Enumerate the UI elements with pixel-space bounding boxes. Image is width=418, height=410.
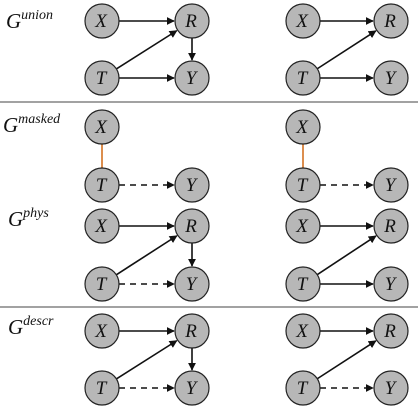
node-label-t-masked-right: T bbox=[297, 175, 309, 196]
node-label-x-descr-right: X bbox=[295, 321, 309, 342]
node-x-phys-right bbox=[285, 208, 321, 244]
node-label-t-union-right: T bbox=[297, 68, 309, 89]
edge-t-r-phys-right bbox=[316, 235, 377, 276]
graph-descr-left: X R T Y bbox=[84, 313, 210, 406]
node-y-phys-right bbox=[373, 266, 409, 302]
edge-t-r-phys-left bbox=[115, 235, 178, 276]
node-t-descr-left bbox=[84, 370, 120, 406]
node-r-union-right bbox=[373, 3, 409, 39]
node-t-phys-left bbox=[84, 266, 120, 302]
node-x-union-right bbox=[285, 3, 321, 39]
node-label-y-phys-left: Y bbox=[186, 274, 199, 295]
node-label-x-phys-left: X bbox=[94, 216, 108, 237]
node-label-t-descr-left: T bbox=[96, 378, 108, 399]
node-x-masked-right bbox=[285, 109, 321, 145]
node-label-x-masked-right: X bbox=[295, 117, 309, 138]
node-label-y-masked-left: Y bbox=[186, 175, 199, 196]
edge-t-r-descr-right bbox=[316, 340, 377, 380]
node-label-y-union-left: Y bbox=[186, 68, 199, 89]
node-r-descr-left bbox=[174, 313, 210, 349]
node-x-descr-left bbox=[84, 313, 120, 349]
node-t-masked-left bbox=[84, 167, 120, 203]
node-label-x-masked-left: X bbox=[94, 117, 108, 138]
node-t-masked-right bbox=[285, 167, 321, 203]
node-label-t-descr-right: T bbox=[297, 378, 309, 399]
node-label-y-phys-right: Y bbox=[385, 274, 398, 295]
node-label-r-phys-left: R bbox=[184, 216, 197, 237]
node-t-descr-right bbox=[285, 370, 321, 406]
node-x-masked-left bbox=[84, 109, 120, 145]
node-t-union-left bbox=[84, 60, 120, 96]
graph-phys-right: X R T Y bbox=[285, 208, 409, 302]
node-label-r-descr-left: R bbox=[184, 321, 197, 342]
node-label-t-phys-left: T bbox=[96, 274, 108, 295]
node-label-r-union-right: R bbox=[383, 11, 396, 32]
node-x-union-left bbox=[84, 3, 120, 39]
node-t-union-right bbox=[285, 60, 321, 96]
node-r-union-left bbox=[174, 3, 210, 39]
graph-descr-right: X R T Y bbox=[285, 313, 409, 406]
graph-masked-left: X T Y bbox=[84, 109, 210, 203]
node-y-phys-left bbox=[174, 266, 210, 302]
node-label-t-union-left: T bbox=[96, 68, 108, 89]
node-label-x-phys-right: X bbox=[295, 216, 309, 237]
node-t-phys-right bbox=[285, 266, 321, 302]
edge-t-r-union-left bbox=[115, 29, 178, 70]
graph-label-union: Gunion bbox=[6, 8, 53, 33]
node-y-descr-right bbox=[373, 370, 409, 406]
node-label-r-phys-right: R bbox=[383, 216, 396, 237]
node-label-y-masked-right: Y bbox=[385, 175, 398, 196]
node-label-x-union-right: X bbox=[295, 11, 309, 32]
node-r-phys-right bbox=[373, 208, 409, 244]
graph-union-right: X R T Y bbox=[285, 3, 409, 96]
node-label-y-descr-right: Y bbox=[385, 378, 398, 399]
node-x-descr-right bbox=[285, 313, 321, 349]
node-label-x-union-left: X bbox=[94, 11, 108, 32]
node-label-r-descr-right: R bbox=[383, 321, 396, 342]
graph-label-phys: Gphys bbox=[8, 206, 49, 231]
graph-union-left: X R T Y bbox=[84, 3, 210, 96]
graph-phys-left: X R T Y bbox=[84, 208, 210, 302]
node-y-masked-left bbox=[174, 167, 210, 203]
node-r-descr-right bbox=[373, 313, 409, 349]
node-label-y-descr-left: Y bbox=[186, 378, 199, 399]
node-r-phys-left bbox=[174, 208, 210, 244]
node-y-descr-left bbox=[174, 370, 210, 406]
edge-t-r-union-right bbox=[316, 30, 377, 70]
node-label-r-union-left: R bbox=[184, 11, 197, 32]
node-y-union-right bbox=[373, 60, 409, 96]
node-label-x-descr-left: X bbox=[94, 321, 108, 342]
node-y-union-left bbox=[174, 60, 210, 96]
node-label-t-masked-left: T bbox=[96, 175, 108, 196]
node-label-y-union-right: Y bbox=[385, 68, 398, 89]
node-x-phys-left bbox=[84, 208, 120, 244]
edge-t-r-descr-left bbox=[115, 339, 178, 380]
graph-label-masked: Gmasked bbox=[3, 112, 61, 137]
graph-masked-right: X T Y bbox=[285, 109, 409, 203]
node-label-t-phys-right: T bbox=[297, 274, 309, 295]
node-y-masked-right bbox=[373, 167, 409, 203]
graph-label-descr: Gdescr bbox=[8, 314, 54, 339]
